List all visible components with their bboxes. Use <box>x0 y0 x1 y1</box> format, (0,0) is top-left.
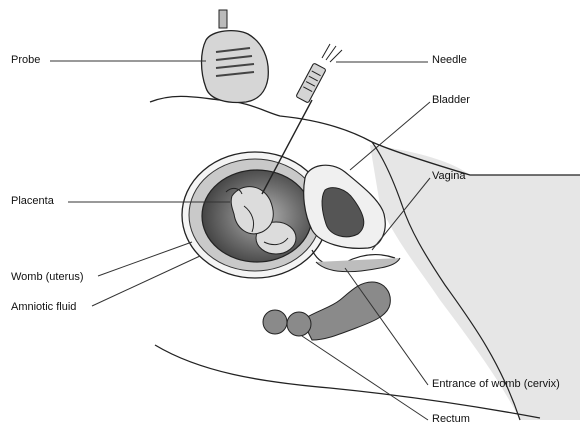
label-amniotic-fluid: Amniotic fluid <box>11 301 76 313</box>
label-cervix: Entrance of womb (cervix) <box>432 378 560 390</box>
probe-icon <box>202 10 269 102</box>
label-bladder: Bladder <box>432 94 470 106</box>
label-womb: Womb (uterus) <box>11 271 84 283</box>
vagina-channel <box>316 258 400 272</box>
label-placenta: Placenta <box>11 195 54 207</box>
label-vagina: Vagina <box>432 170 465 182</box>
label-needle: Needle <box>432 54 467 66</box>
label-probe: Probe <box>11 54 40 66</box>
label-rectum: Rectum <box>432 413 470 425</box>
rectum <box>263 282 390 340</box>
